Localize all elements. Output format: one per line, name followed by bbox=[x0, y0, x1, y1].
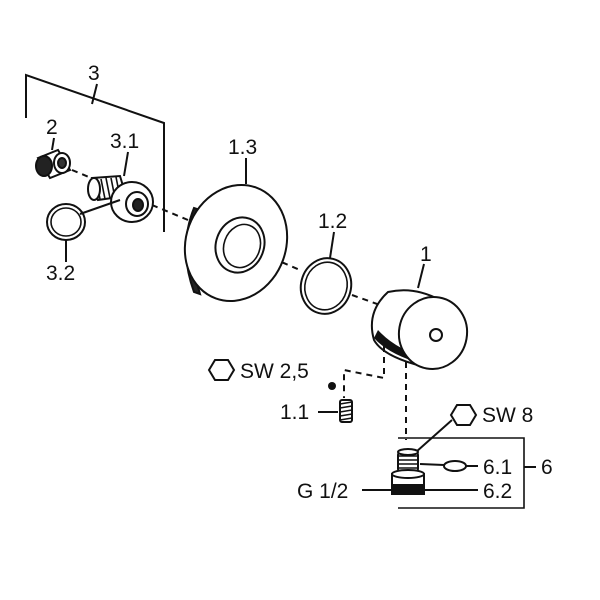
label-1-3: 1.3 bbox=[228, 136, 257, 159]
part-2-insert bbox=[35, 137, 72, 180]
label-6: 6 bbox=[541, 456, 553, 479]
part-1-3-rosette bbox=[183, 158, 289, 303]
bracket-group-6 bbox=[398, 437, 536, 509]
label-1-1: 1.1 bbox=[280, 401, 309, 424]
label-1: 1 bbox=[420, 243, 432, 266]
label-6-1: 6.1 bbox=[483, 456, 512, 479]
part-1-2-o-ring bbox=[299, 231, 353, 315]
label-2: 2 bbox=[46, 116, 58, 139]
dashed-leader-set-screw bbox=[343, 346, 385, 398]
label-3: 3 bbox=[88, 62, 100, 85]
label-g-1-2: G 1/2 bbox=[297, 480, 348, 503]
part-3-1-spindle bbox=[87, 151, 154, 223]
part-6-1-ring bbox=[419, 460, 478, 472]
hex-key-8-symbol bbox=[415, 404, 478, 453]
label-sw-8: SW 8 bbox=[482, 404, 533, 427]
hex-key-2-5-symbol bbox=[207, 359, 336, 390]
label-3-1: 3.1 bbox=[110, 130, 139, 153]
bracket-group-3 bbox=[25, 73, 165, 232]
part-3-2-o-ring bbox=[46, 199, 121, 262]
label-sw-2-5: SW 2,5 bbox=[240, 360, 309, 383]
label-3-2: 3.2 bbox=[46, 262, 75, 285]
label-6-2: 6.2 bbox=[483, 480, 512, 503]
part-1-1-set-screw bbox=[318, 399, 353, 423]
part-1-handle-cap bbox=[370, 263, 469, 370]
label-1-2: 1.2 bbox=[318, 210, 347, 233]
part-6-connector-fitting bbox=[391, 448, 425, 495]
